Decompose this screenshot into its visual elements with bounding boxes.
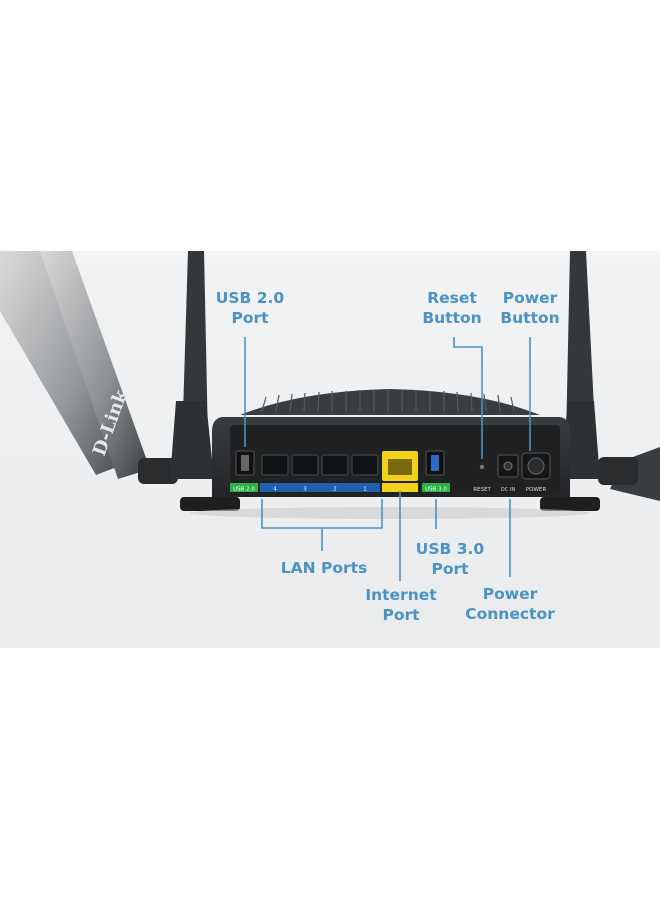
usb2-port-callout: USB 2.0 Port [205,288,295,328]
left-antenna-rear [0,251,122,475]
lan-number: 3 [303,487,307,493]
router-illustration: D-Link [0,251,660,648]
usb2-label-line2: Port [231,309,269,327]
right-vertical-antenna [566,251,596,447]
left-antenna-base [170,401,214,479]
leader-lines [244,337,531,581]
reset-label-line1: Reset [427,289,477,307]
router-top [240,389,540,415]
left-hinge [138,458,178,484]
usb3-label-line1: USB 3.0 [415,540,485,558]
internet-label-line1: Internet [365,586,437,604]
lan-number: 2 [333,487,337,493]
lan-ports-callout: LAN Ports [268,558,380,578]
left-vertical-antenna [182,251,208,447]
usb3-port-callout: USB 3.0 Port [400,539,500,579]
lan-number: 1 [363,487,367,493]
internet-port-callout: Internet Port [356,585,446,625]
power-connector-callout: Power Connector [455,584,565,624]
lan-number: 4 [273,487,277,493]
reset-label-line2: Button [422,309,482,327]
usb2-tag: USB 2.0 [233,487,255,493]
internet-strip [382,483,418,492]
power-connector-label-line1: Power [482,585,538,603]
router-photo: D-Link [0,251,660,648]
internet-label-line2: Port [382,606,420,624]
power-connector-label-line2: Connector [465,605,555,623]
left-antenna-front [40,251,150,479]
lan-ports [261,454,379,476]
lan-label: LAN Ports [280,559,368,577]
usb2-strip [230,483,258,492]
reset-pinhole [479,464,485,470]
power-button-label-line1: Power [502,289,558,307]
right-hinge [598,457,638,485]
lan-strip [260,483,380,492]
usb3-tag: USB 3.0 [425,487,447,493]
dc-in-tag: DC IN [501,487,515,493]
usb3-strip [422,483,450,492]
reset-button-callout: Reset Button [412,288,492,328]
reset-tag: RESET [473,487,491,493]
power-tag: POWER [526,487,547,493]
power-button-label-line2: Button [500,309,560,327]
usb2-label-line1: USB 2.0 [215,289,285,307]
usb3-label-line2: Port [431,560,469,578]
power-button-callout: Power Button [490,288,570,328]
